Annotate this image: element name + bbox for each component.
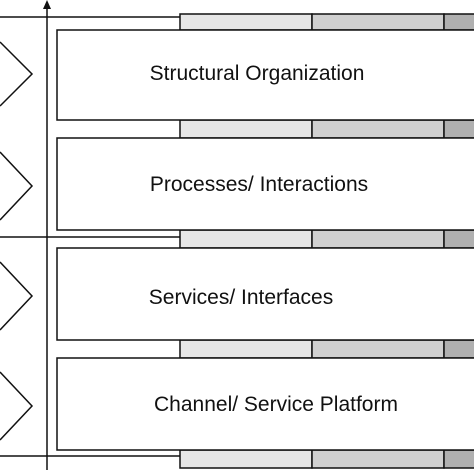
chevron-right-icon [0,371,34,441]
layer-boxes [56,29,474,451]
layer-label-services-interfaces: Services/ Interfaces [149,286,333,309]
layer-box-structural-organization [56,29,474,121]
band-segment-light [179,449,313,469]
layer-box-services-interfaces [56,247,474,341]
band-segment-light [179,13,313,31]
band-row [179,13,474,31]
band-row [179,339,474,359]
band-row [179,229,474,249]
chevron-right-icon [0,151,34,221]
band-row [179,119,474,139]
layer-box-channel-service-platform [56,357,474,451]
chevron-right-icon [0,41,34,107]
band-row [179,449,474,469]
band-segment-dark [443,229,474,249]
band-segment-mid [311,13,445,31]
band-segment-mid [311,119,445,139]
bands [179,13,474,469]
vertical-axis [43,0,51,470]
band-segment-mid [311,339,445,359]
band-segment-light [179,119,313,139]
layer-box-processes-interactions [56,137,474,231]
band-segment-mid [311,229,445,249]
band-segment-mid [311,449,445,469]
layer-label-channel-service-platform: Channel/ Service Platform [154,393,398,416]
band-segment-dark [443,119,474,139]
band-segment-light [179,229,313,249]
band-segment-dark [443,339,474,359]
layer-label-structural-organization: Structural Organization [150,62,365,85]
chevron-markers [0,41,34,441]
axis-arrow-icon [43,0,51,9]
layer-labels: Structural Organization Processes/ Inter… [149,62,398,416]
chevron-right-icon [0,261,34,331]
band-segment-dark [443,13,474,31]
band-segment-dark [443,449,474,469]
band-segment-light [179,339,313,359]
layer-label-processes-interactions: Processes/ Interactions [150,173,368,196]
